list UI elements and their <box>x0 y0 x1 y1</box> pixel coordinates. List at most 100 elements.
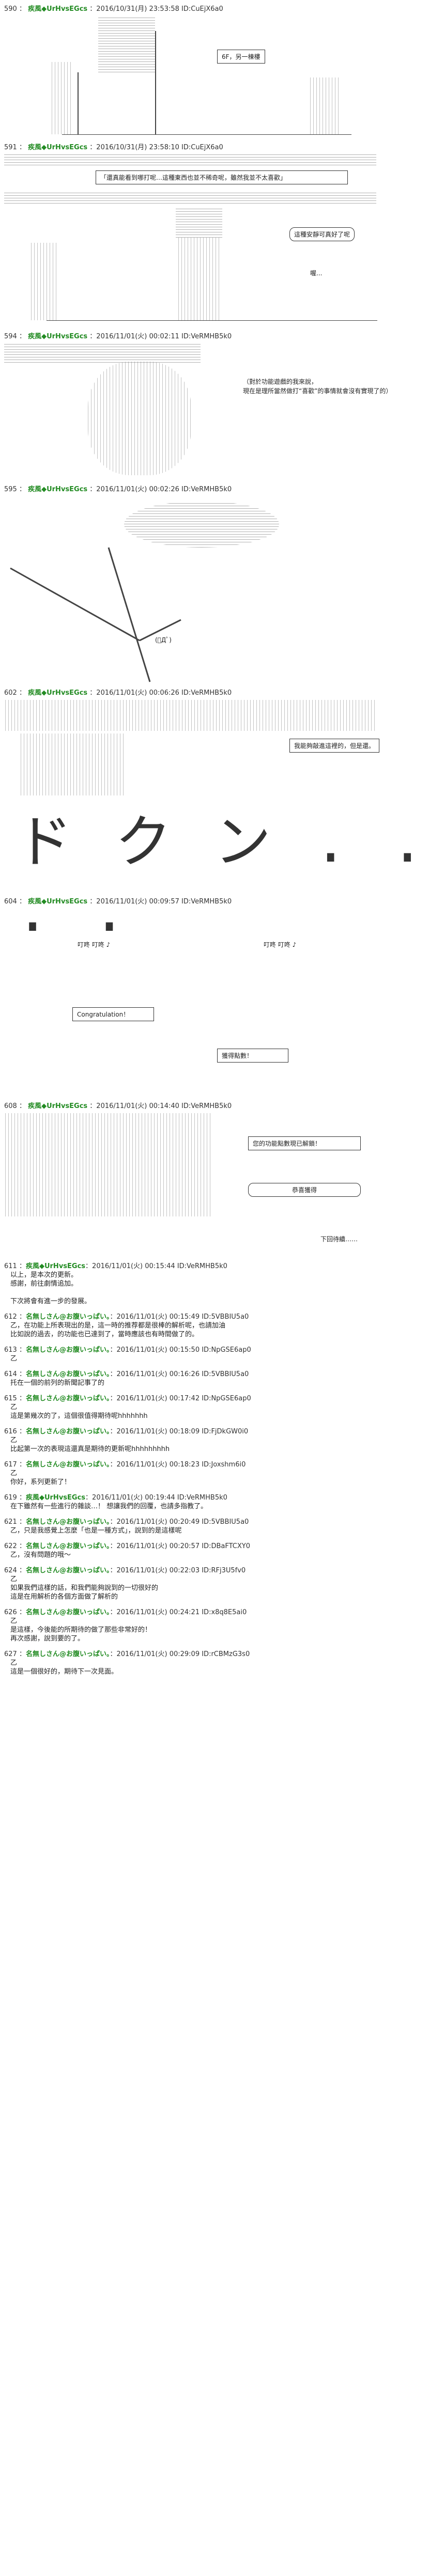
comment-header: 611 ：疾風◆UrHvsEGcs：2016/11/01(火) 00:15:44… <box>4 1262 227 1270</box>
comment-header: 614 ：名無しさん@お腹いっぱい。：2016/11/01(火) 00:16:2… <box>4 1370 249 1378</box>
comment-date: 2016/11/01(火) 00:15:44 ID:VeRMHB5k0 <box>92 1262 227 1270</box>
aa-wall <box>31 243 57 320</box>
aa-big-katakana: ド ク ン . . . . <box>16 809 429 944</box>
congrats-box: Congratulation！ <box>72 1007 154 1021</box>
comment-date: 2016/11/01(火) 00:29:09 ID:rCBMzG3s0 <box>116 1650 250 1658</box>
comment-number: 611 <box>4 1262 17 1270</box>
comment-date: 2016/11/01(火) 00:19:44 ID:VeRMHB5k0 <box>92 1494 227 1502</box>
aa-tank <box>176 207 222 238</box>
comment-header: 612 ：名無しさん@お腹いっぱい。：2016/11/01(火) 00:15:4… <box>4 1313 249 1321</box>
comment-number: 616 <box>4 1428 17 1435</box>
comment-number: 622 <box>4 1542 17 1550</box>
comment-poster-name[interactable]: 疾風◆UrHvsEGcs <box>25 1494 86 1502</box>
comment-body: 乙 你好，系列更新了！ <box>10 1470 71 1486</box>
poster-name[interactable]: 疾風◆UrHvsEGcs <box>28 144 88 151</box>
comment-header: 622 ：名無しさん@お腹いっぱい。：2016/11/01(火) 00:20:5… <box>4 1542 250 1550</box>
comment-number: 617 <box>4 1461 17 1469</box>
comment-number: 614 <box>4 1370 17 1378</box>
aa-banner-bottom <box>4 192 376 204</box>
comment-poster-name[interactable]: 名無しさん@お腹いっぱい。 <box>25 1461 110 1469</box>
comment-body: 乙 是這樣，今後能的所期待的做了那些非常好的！ 再次感謝，說到要的了。 <box>10 1617 152 1643</box>
clap-right: 叮咚 叮咚 ♪ <box>264 941 297 948</box>
poster-name[interactable]: 疾風◆UrHvsEGcs <box>28 333 88 340</box>
comment-poster-name[interactable]: 名無しさん@お腹いっぱい。 <box>25 1567 110 1574</box>
post-date: 2016/11/01(火) 00:09:57 ID:VeRMHB5k0 <box>96 898 232 905</box>
post-date: 2016/11/01(火) 00:06:26 ID:VeRMHB5k0 <box>96 689 232 697</box>
comment-date: 2016/11/01(火) 00:20:57 ID:DBaFTCXY0 <box>116 1542 250 1550</box>
comment-poster-name[interactable]: 名無しさん@お腹いっぱい。 <box>25 1609 110 1616</box>
poster-name[interactable]: 疾風◆UrHvsEGcs <box>28 486 88 493</box>
aa-face <box>124 501 279 548</box>
comment-body: 乙 這是一個很好的，期待下一次見面。 <box>10 1659 118 1676</box>
post-header-604: 604 ： 疾風◆UrHvsEGcs ：2016/11/01(火) 00:09:… <box>4 898 232 905</box>
aa-ladder <box>178 238 220 320</box>
comment-body: 乙，在功能上所表現出的是，這一時的推荐都是很棒的解析呢，也請加油 比如說的過去，… <box>10 1322 226 1338</box>
aa-line <box>108 547 151 682</box>
comment-body: 乙 如果我們這樣的話，和我們能夠說到的一切很好的 這是在用解析的各個方面做了解析… <box>10 1575 159 1601</box>
comment-poster-name[interactable]: 名無しさん@お腹いっぱい。 <box>25 1518 110 1526</box>
comment-header: 626 ：名無しさん@お腹いっぱい。：2016/11/01(火) 00:24:2… <box>4 1609 247 1616</box>
post-number: 591 <box>4 144 17 151</box>
post-number: 608 <box>4 1102 17 1110</box>
comment-poster-name[interactable]: 名無しさん@お腹いっぱい。 <box>25 1346 110 1354</box>
comment-body: 托在一個的前列的新聞記事了的 <box>10 1379 105 1387</box>
comment-date: 2016/11/01(火) 00:22:03 ID:RFj3U5fv0 <box>116 1567 246 1574</box>
comment-poster-name[interactable]: 名無しさん@お腹いっぱい。 <box>25 1650 110 1658</box>
post-date: 2016/11/01(火) 00:02:11 ID:VeRMHB5k0 <box>96 333 232 340</box>
speech-bubble: 這種安靜可真好了呢 <box>289 227 355 241</box>
comment-date: 2016/11/01(火) 00:18:09 ID:FjDkGW0i0 <box>116 1428 249 1435</box>
post-number: 595 <box>4 486 17 493</box>
post-header-594: 594 ： 疾風◆UrHvsEGcs ：2016/11/01(火) 00:02:… <box>4 333 232 340</box>
comment-poster-name[interactable]: 疾風◆UrHvsEGcs <box>25 1262 86 1270</box>
aa-caption: 喔... <box>310 270 323 277</box>
comment-poster-name[interactable]: 名無しさん@お腹いっぱい。 <box>25 1370 110 1378</box>
comment-body: 在下雖然有一些進行的雜談…！ 想讓我們的回覆，也請多指教了。 <box>10 1503 208 1510</box>
comment-date: 2016/11/01(火) 00:16:26 ID:5VBBIU5a0 <box>116 1370 249 1378</box>
aa-pole <box>155 31 156 134</box>
comment-date: 2016/11/01(火) 00:18:23 ID:Joxshm6i0 <box>116 1461 246 1469</box>
post-number: 594 <box>4 333 17 340</box>
aa-wall <box>52 62 72 134</box>
comment-date: 2016/11/01(火) 00:15:49 ID:5VBBIU5a0 <box>116 1313 249 1321</box>
post-number: 590 <box>4 5 17 13</box>
comment-date: 2016/11/01(火) 00:17:42 ID:NpGSE6ap0 <box>116 1395 251 1402</box>
to-be-continued: 下回待續…… <box>320 1236 358 1243</box>
poster-name[interactable]: 疾風◆UrHvsEGcs <box>28 898 88 905</box>
post-date: 2016/10/31(月) 23:53:58 ID:CuEjX6a0 <box>96 5 223 13</box>
aa-banner-top <box>4 154 376 165</box>
comment-poster-name[interactable]: 名無しさん@お腹いっぱい。 <box>25 1542 110 1550</box>
post-header-608: 608 ： 疾風◆UrHvsEGcs ：2016/11/01(火) 00:14:… <box>4 1102 232 1110</box>
post-date: 2016/11/01(火) 00:02:26 ID:VeRMHB5k0 <box>96 486 232 493</box>
clap-left: 叮咚 叮咚 ♪ <box>78 941 111 948</box>
floor-caption: 6F，另一棟樓 <box>217 50 265 64</box>
aa-stairs <box>98 15 155 72</box>
comment-poster-name[interactable]: 名無しさん@お腹いっぱい。 <box>25 1313 110 1321</box>
post-date: 2016/10/31(月) 23:58:10 ID:CuEjX6a0 <box>96 144 223 151</box>
comment-poster-name[interactable]: 名無しさん@お腹いっぱい。 <box>25 1428 110 1435</box>
dialog-box: 「還真能看到哪打呢…這種東西也並不稀奇呢，雖然我並不太喜歡」 <box>96 170 348 184</box>
reward-box: 獲得點數！ <box>217 1049 288 1063</box>
aa-character <box>21 733 124 795</box>
aa-pole <box>78 72 79 134</box>
comment-number: 615 <box>4 1395 17 1402</box>
aa-panel <box>5 1113 212 1216</box>
comment-header: 615 ：名無しさん@お腹いっぱい。：2016/11/01(火) 00:17:4… <box>4 1395 251 1402</box>
comment-number: 612 <box>4 1313 17 1321</box>
comment-poster-name[interactable]: 名無しさん@お腹いっぱい。 <box>25 1395 110 1402</box>
aa-line <box>139 619 181 642</box>
post-number: 604 <box>4 898 17 905</box>
poster-name[interactable]: 疾風◆UrHvsEGcs <box>28 689 88 697</box>
poster-name[interactable]: 疾風◆UrHvsEGcs <box>28 1102 88 1110</box>
comment-body: 乙 比起第一次的表現這還真是期待的更新呢hhhhhhhhh <box>10 1437 170 1453</box>
post-header-595: 595 ： 疾風◆UrHvsEGcs ：2016/11/01(火) 00:02:… <box>4 486 232 493</box>
aa-slash-lines <box>10 547 181 682</box>
comment-header: 624 ：名無しさん@お腹いっぱい。：2016/11/01(火) 00:22:0… <box>4 1567 246 1574</box>
comment-number: 619 <box>4 1494 17 1502</box>
comment-date: 2016/11/01(火) 00:15:50 ID:NpGSE6ap0 <box>116 1346 251 1354</box>
thought-line-1: （對於功能遊戲的我來說， <box>243 378 318 385</box>
comment-number: 621 <box>4 1518 17 1526</box>
poster-name[interactable]: 疾風◆UrHvsEGcs <box>28 5 88 13</box>
post-header-590: 590 ： 疾風◆UrHvsEGcs ：2016/10/31(月) 23:53:… <box>4 5 223 13</box>
comment-number: 624 <box>4 1567 17 1574</box>
comment-date: 2016/11/01(火) 00:24:21 ID:x8q8E5ai0 <box>116 1609 247 1616</box>
